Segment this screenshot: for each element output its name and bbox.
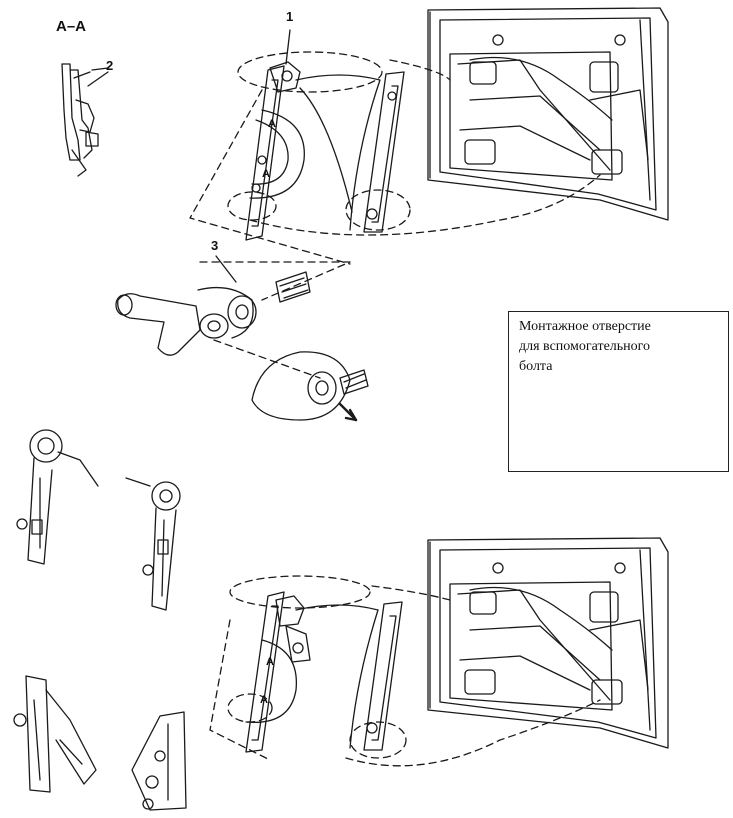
inset-note-line: для вспомогательного bbox=[519, 339, 651, 354]
regulator-assembly-top bbox=[189, 51, 601, 265]
leader-line-1 bbox=[285, 29, 291, 65]
callout-1: 1 bbox=[286, 9, 294, 24]
regulator-rail-detail-1 bbox=[16, 429, 99, 565]
inset-note-box: Монтажное отверстие для вспомогательного… bbox=[508, 311, 729, 472]
regulator-rail-detail-4 bbox=[131, 711, 187, 811]
leader-line-3 bbox=[215, 255, 237, 283]
leader-line-2 bbox=[87, 71, 109, 87]
section-label: A–A bbox=[56, 18, 87, 35]
section-a-a-detail bbox=[61, 63, 109, 177]
section-mark-a: A bbox=[260, 694, 268, 706]
regulator-rail-detail-3 bbox=[13, 675, 97, 793]
inset-note-text: Монтажное отверстие для вспомогательного… bbox=[519, 317, 651, 377]
section-mark-a: A bbox=[262, 168, 270, 180]
callout-2: 2 bbox=[106, 58, 114, 73]
regulator-assembly-bottom bbox=[209, 575, 601, 767]
inset-note-line: Монтажное отверстие bbox=[519, 319, 651, 334]
section-mark-a: A bbox=[266, 656, 274, 668]
door-panel-bottom bbox=[427, 537, 669, 749]
inset-note-line: болта bbox=[519, 359, 553, 374]
door-panel-top bbox=[427, 7, 669, 221]
callout-3: 3 bbox=[211, 238, 219, 253]
crank-handle-group bbox=[115, 261, 369, 422]
section-mark-a: A bbox=[268, 118, 276, 130]
regulator-rail-detail-2 bbox=[125, 477, 181, 611]
